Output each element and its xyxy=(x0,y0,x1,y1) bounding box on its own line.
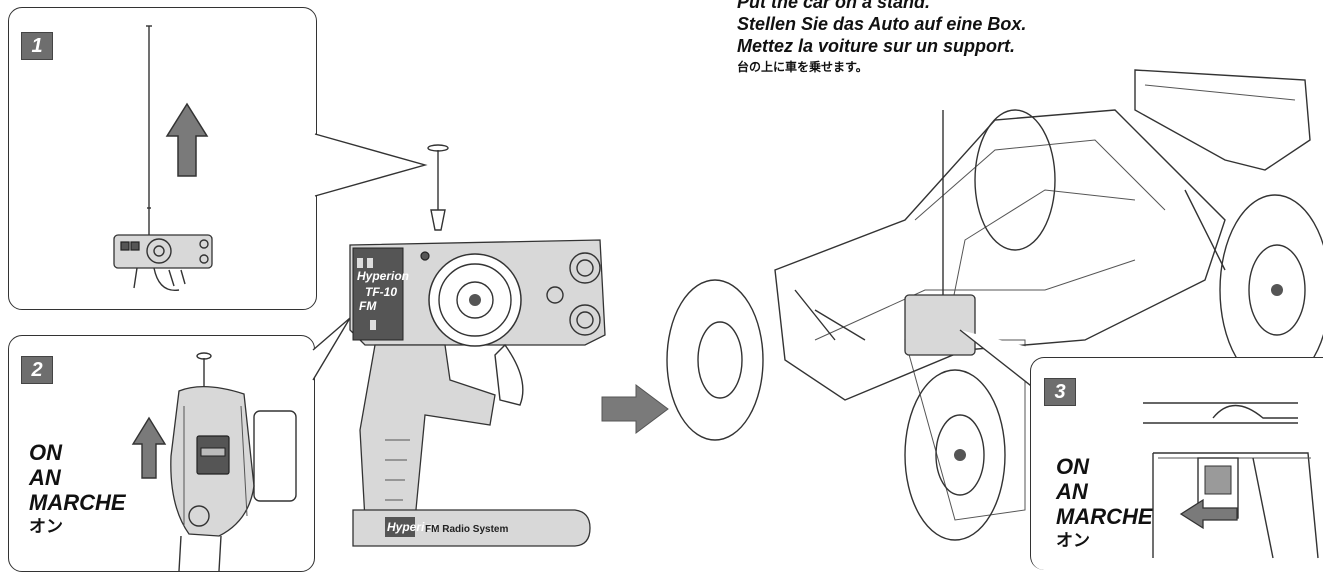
step-2-power-switch-illustration xyxy=(170,352,297,572)
transmitter-illustration: Hyperion TF-10 FM Hyperion FM Radio Syst… xyxy=(349,144,606,547)
instruction-en: Put the car on a stand. xyxy=(737,0,931,12)
instruction-fr: Mettez la voiture sur un support. xyxy=(737,36,1016,56)
up-arrow-icon xyxy=(165,102,209,177)
step-2-panel: 2 ON AN MARCHE オン xyxy=(8,335,315,572)
instruction-de: Stellen Sie das Auto auf eine Box. xyxy=(737,14,1027,34)
transmitter-band-label: FM xyxy=(359,299,377,313)
instruction-text: Put the car on a stand. Stellen Sie das … xyxy=(737,0,1026,77)
left-arrow-icon xyxy=(1179,498,1238,530)
transmitter-model-label: TF-10 xyxy=(365,285,397,299)
step-2-badge: 2 xyxy=(21,356,53,384)
step-1-badge: 1 xyxy=(21,32,53,60)
footer-system-label: FM Radio System xyxy=(425,524,508,535)
step-2-on-label: ON AN MARCHE オン xyxy=(29,440,126,537)
step-1-panel: 1 xyxy=(8,7,317,310)
step-3-panel: 3 ON AN MARCHE オン xyxy=(1030,357,1323,570)
step-3-on-label: ON AN MARCHE オン xyxy=(1056,454,1153,551)
buggy-car-illustration xyxy=(666,69,1323,541)
footer-brand-label: Hyperion xyxy=(387,520,439,534)
step-3-badge: 3 xyxy=(1044,378,1076,406)
right-arrow-icon xyxy=(601,384,669,434)
up-arrow-icon xyxy=(131,416,167,479)
step-3-receiver-switch-illustration xyxy=(1143,402,1319,559)
step-1-transmitter-illustration xyxy=(113,25,213,292)
instruction-jp: 台の上に車を乗せます。 xyxy=(737,60,868,74)
transmitter-brand-label: Hyperion xyxy=(357,269,409,283)
